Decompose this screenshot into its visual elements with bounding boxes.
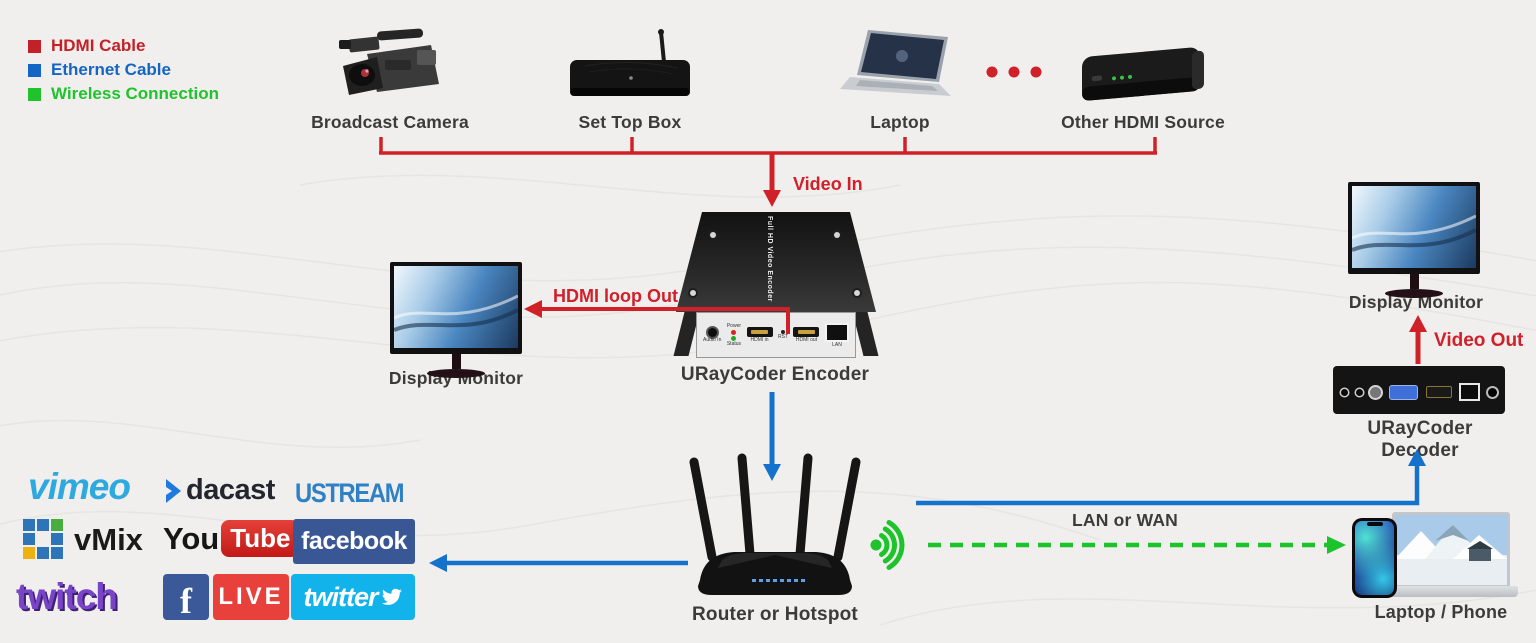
facebook-logo: facebook xyxy=(293,519,415,564)
hdmi-loop-out-label: HDMI loop Out xyxy=(553,286,678,306)
video-in-label: Video In xyxy=(793,174,863,194)
audio-port-icon xyxy=(1341,388,1348,396)
legend-item-wireless: Wireless Connection xyxy=(28,82,219,106)
legend-label: Ethernet Cable xyxy=(51,60,171,79)
video-out-label: Video Out xyxy=(1434,330,1524,351)
other-hdmi-source-icon xyxy=(1082,47,1204,101)
broadcast-camera-label: Broadcast Camera xyxy=(311,112,469,132)
phone-image xyxy=(1352,518,1397,598)
facebook-live-logo: f LIVE xyxy=(163,574,289,620)
hdmi-in-port: HDMI in xyxy=(746,327,773,343)
hdmi-port-icon xyxy=(793,327,820,337)
display-monitor-right-image xyxy=(1348,182,1480,298)
rj45-port-icon xyxy=(824,322,849,342)
wifi-signal-icon xyxy=(870,520,905,570)
bnc-port-icon xyxy=(1370,386,1382,398)
legend-label: Wireless Connection xyxy=(51,84,219,103)
dc-power-port-icon xyxy=(1487,387,1497,397)
laptop-bottom-base xyxy=(1386,586,1518,597)
display-monitor-left-label: Display Monitor xyxy=(388,368,524,388)
twitter-logo: twitter xyxy=(291,574,415,620)
legend-item-ethernet: Ethernet Cable xyxy=(28,58,219,82)
decoder-image xyxy=(1333,366,1505,414)
hdmi-cable-swatch-icon xyxy=(28,39,41,53)
other-hdmi-source-label: Other HDMI Source xyxy=(1061,112,1225,132)
encoder-front-panel: Audio In Power Status HDMI in RST HDMI o… xyxy=(696,312,856,358)
vga-port-icon xyxy=(1388,384,1418,400)
dacast-logo: dacast xyxy=(162,474,275,507)
ethernet-cable-swatch-icon xyxy=(28,63,41,77)
display-monitor-left-image xyxy=(390,262,522,378)
laptop-bottom-screen xyxy=(1392,512,1510,588)
wireless-swatch-icon xyxy=(28,87,41,101)
hdmi-out-port: HDMI out xyxy=(793,327,820,343)
audio-in-port: Audio In xyxy=(703,327,721,343)
status-led-icon xyxy=(731,335,737,341)
encoder-label: URayCoder Encoder xyxy=(680,364,870,385)
reset-button: RST xyxy=(778,330,788,340)
router-icon xyxy=(689,453,861,595)
display-monitor-right-label: Display Monitor xyxy=(1348,292,1484,312)
encoder-image: Full HD Video Encoder Audio In Power Sta… xyxy=(673,208,879,362)
laptop-top-label: Laptop xyxy=(870,112,930,132)
rj45-port-icon xyxy=(1459,383,1481,401)
set-top-box-icon xyxy=(570,29,690,96)
vmix-grid-icon xyxy=(23,519,63,559)
dacast-chevron-icon xyxy=(166,478,181,503)
lan-port: LAN xyxy=(824,322,849,348)
vmix-logo: vMix xyxy=(22,518,143,562)
hdmi-port-icon xyxy=(1425,386,1452,398)
legend-item-hdmi: HDMI Cable xyxy=(28,34,219,58)
led-indicators: Power Status xyxy=(726,322,742,347)
twitch-logo: twitch xyxy=(16,576,118,617)
set-top-box-label: Set Top Box xyxy=(578,112,682,132)
vimeo-logo: vimeo xyxy=(28,466,131,507)
router-label: Router or Hotspot xyxy=(692,604,858,625)
twitter-bird-icon xyxy=(381,588,402,605)
laptop-top-icon xyxy=(840,30,951,96)
ellipsis-dots-icon xyxy=(986,66,1042,78)
power-led-icon xyxy=(731,329,737,335)
legend-label: HDMI Cable xyxy=(51,36,146,55)
lan-or-wan-label: LAN or WAN xyxy=(1071,510,1179,530)
audio-port-icon xyxy=(1355,388,1363,396)
laptop-phone-label: Laptop / Phone xyxy=(1374,602,1508,622)
ustream-logo: USTREAM xyxy=(295,478,405,508)
encoder-top-text: Full HD Video Encoder xyxy=(766,216,773,302)
audio-jack-icon xyxy=(707,327,717,337)
decoder-label: URayCoder Decoder xyxy=(1367,418,1473,461)
legend: HDMI Cable Ethernet Cable Wireless Conne… xyxy=(28,34,219,106)
broadcast-camera-icon xyxy=(339,28,439,95)
hdmi-port-icon xyxy=(746,327,773,337)
